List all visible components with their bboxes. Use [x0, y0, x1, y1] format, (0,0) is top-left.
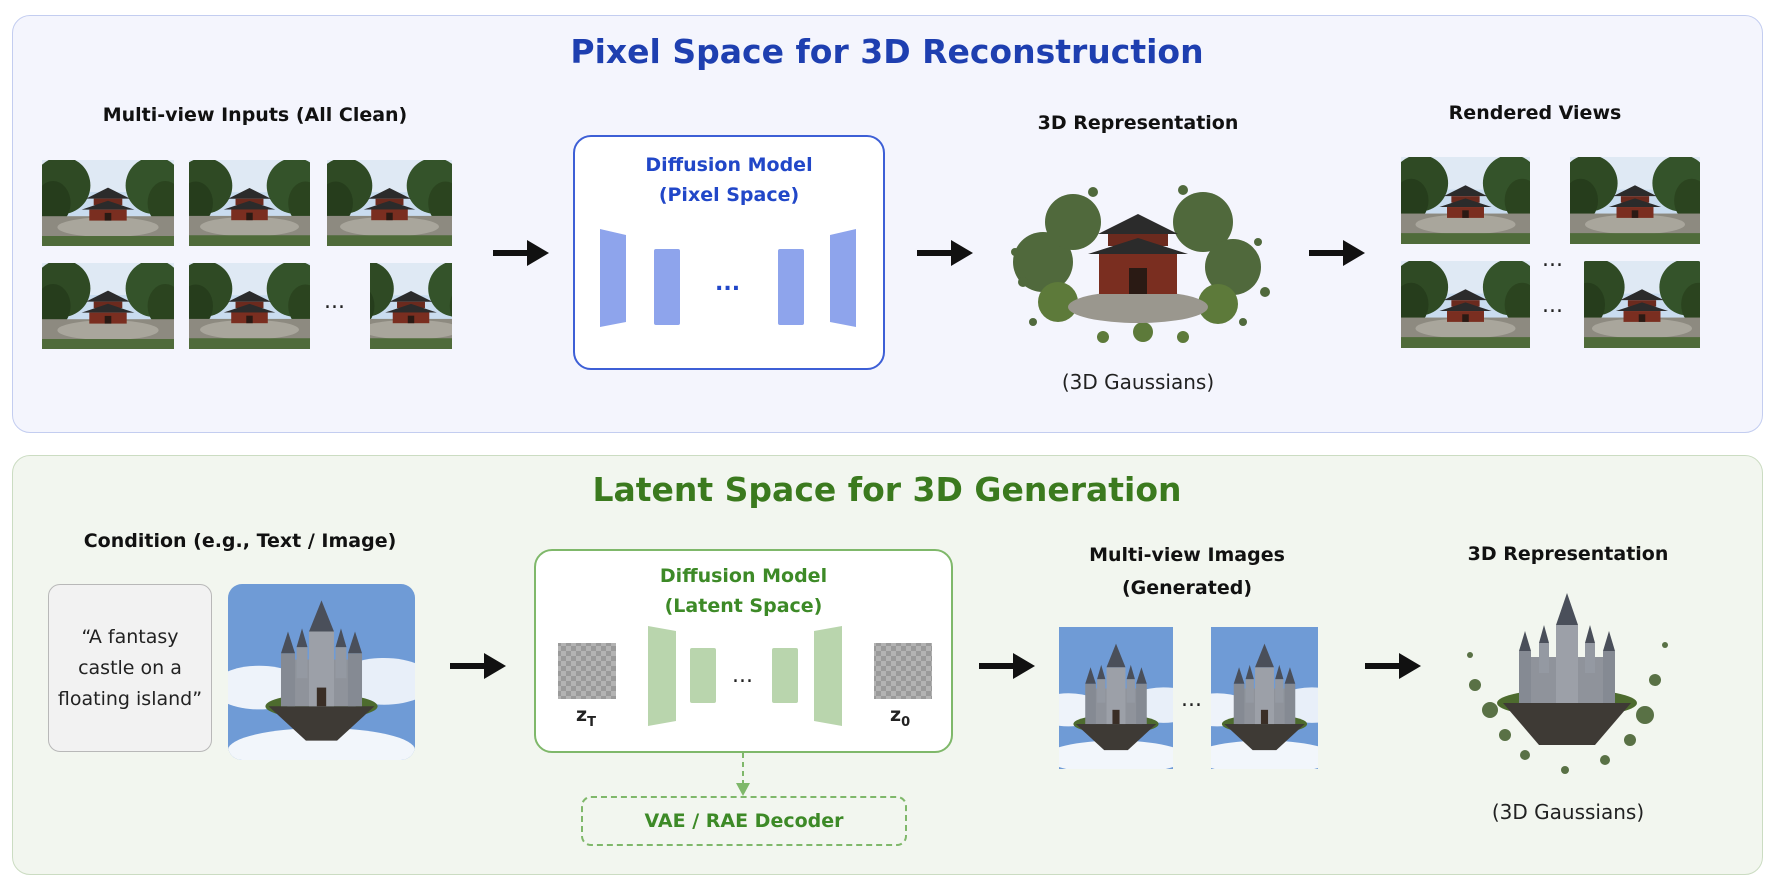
input-view-image [189, 263, 310, 349]
more-inputs-ellipsis: ... [324, 289, 345, 314]
decoder-block [814, 626, 842, 726]
encoder-block [690, 648, 716, 703]
clean-latent-z0 [874, 643, 932, 699]
z-0-label: z0 [890, 704, 911, 730]
latent-model-title: Diffusion Model [659, 565, 828, 587]
3d-gaussians-caption-bottom: (3D Gaussians) [1491, 800, 1645, 824]
rendered-view-image [1401, 157, 1530, 244]
3d-representation-label-top: 3D Representation [1037, 112, 1239, 134]
text-prompt-box: “A fantasy castle on a floating island” [48, 584, 212, 752]
latent-model-subtitle: (Latent Space) [664, 595, 823, 617]
latent-diffusion-model-box: Diffusion Model (Latent Space) ... zT z0 [534, 549, 953, 753]
multi-view-images-label: Multi-view Images [1089, 544, 1285, 566]
more-generated-ellipsis: ... [1181, 687, 1202, 712]
input-view-image [189, 160, 310, 246]
more-rendered-ellipsis: ... [1542, 247, 1563, 272]
pixel-model-dots: ... [715, 271, 741, 296]
input-view-image [42, 160, 174, 246]
pixel-space-title: Pixel Space for 3D Reconstruction [570, 32, 1204, 71]
vae-rae-decoder-box: VAE / RAE Decoder [581, 796, 907, 846]
latent-space-title: Latent Space for 3D Generation [592, 470, 1182, 509]
pixel-unet-diagram [600, 229, 856, 327]
multi-view-inputs-label: Multi-view Inputs (All Clean) [102, 104, 408, 126]
decoder-block [778, 249, 804, 325]
rendered-view-image [1584, 261, 1700, 348]
input-view-image [370, 263, 452, 349]
decoder-block [830, 229, 856, 327]
arrow-right-icon [979, 653, 1035, 679]
decoder-block [772, 648, 798, 703]
rendered-view-image [1570, 157, 1700, 244]
3d-representation-label-bottom: 3D Representation [1467, 543, 1669, 565]
input-view-image [42, 263, 174, 349]
latent-unet-diagram [558, 626, 932, 726]
z-t-label: zT [576, 704, 596, 730]
arrow-right-icon [1309, 240, 1365, 266]
arrow-right-icon [1365, 653, 1421, 679]
generated-view-image [1059, 627, 1173, 769]
condition-image [228, 584, 415, 760]
3d-gaussians-caption-top: (3D Gaussians) [1061, 370, 1215, 394]
rendered-view-image [1401, 261, 1530, 348]
generated-view-image [1211, 627, 1318, 769]
encoder-block [648, 626, 676, 726]
input-view-image [327, 160, 452, 246]
dashed-arrow-down-icon [736, 753, 750, 796]
arrow-right-icon [450, 653, 506, 679]
pixel-diffusion-model-box: Diffusion Model (Pixel Space) ... [573, 135, 885, 370]
latent-model-dots: ... [732, 663, 753, 688]
3d-gaussians-castle [1467, 593, 1668, 774]
pixel-model-title: Diffusion Model [645, 154, 813, 176]
rendered-views-label: Rendered Views [1448, 102, 1622, 124]
more-rendered-ellipsis: ... [1542, 293, 1563, 318]
condition-label: Condition (e.g., Text / Image) [83, 530, 397, 552]
pixel-model-subtitle: (Pixel Space) [658, 184, 800, 206]
arrow-right-icon [493, 240, 549, 266]
multi-view-images-sublabel: (Generated) [1121, 577, 1253, 599]
arrow-right-icon [917, 240, 973, 266]
encoder-block [654, 249, 680, 325]
3d-gaussians-pagoda [1011, 185, 1270, 343]
noise-latent-zT [558, 643, 616, 699]
encoder-block [600, 229, 626, 327]
